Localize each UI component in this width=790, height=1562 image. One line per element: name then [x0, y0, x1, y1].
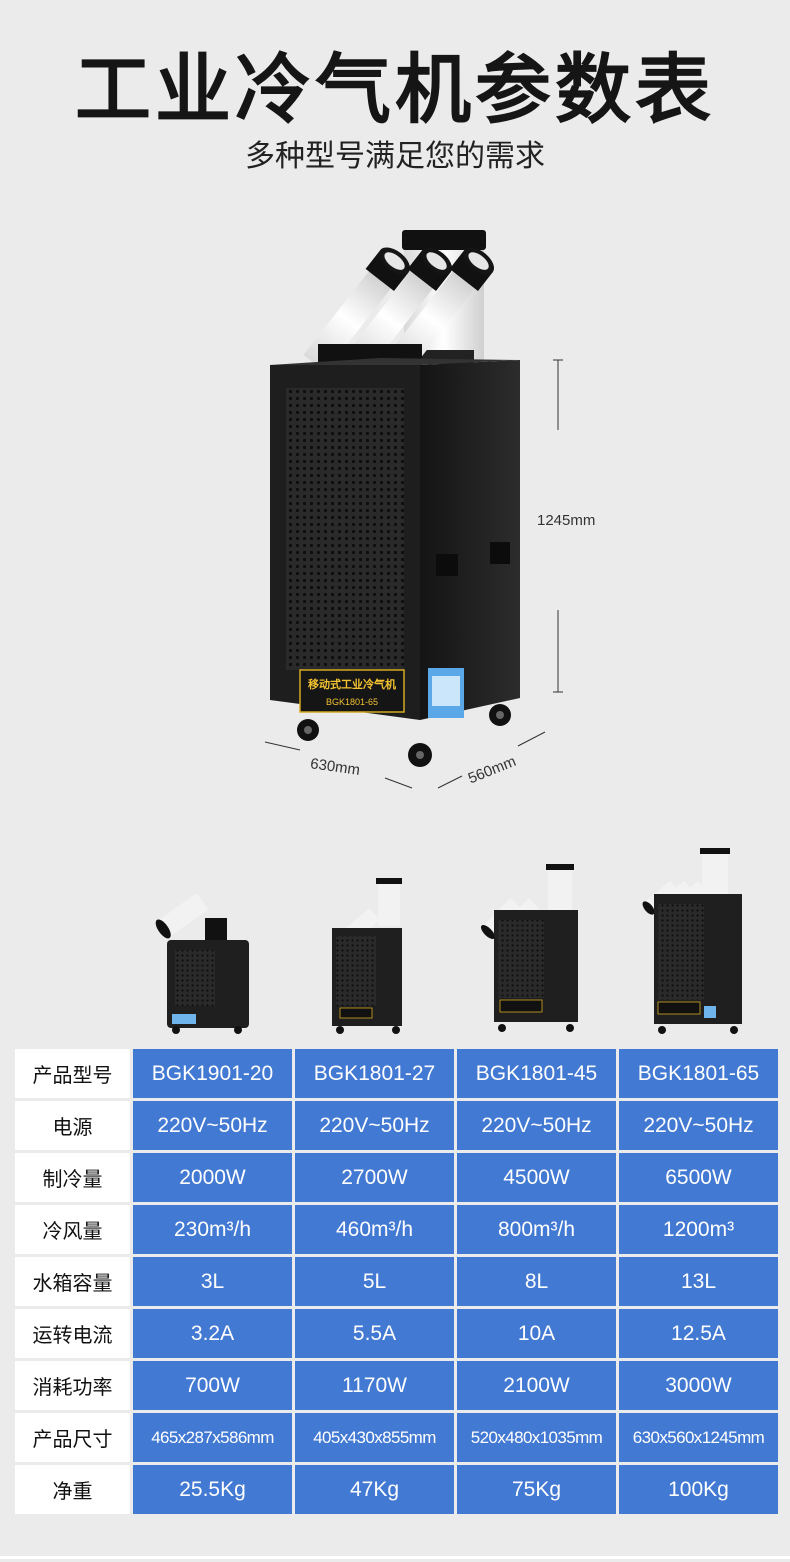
hero-product-illustration: 移动式工业冷气机 BGK1801-65 1245mm 630mm 560mm [264, 230, 595, 789]
width-dimension [264, 741, 413, 789]
table-row: 冷风量 230m³/h 460m³/h 800m³/h 1200m³ [12, 1202, 781, 1257]
row-label: 消耗功率 [12, 1358, 133, 1413]
height-label: 1245mm [537, 512, 595, 529]
spec-table: 产品型号 BGK1901-20 BGK1801-27 BGK1801-45 BG… [12, 1046, 781, 1517]
model-thumb-bgk1801-45 [480, 864, 578, 1032]
table-cell: 6500W [616, 1150, 781, 1205]
table-cell: 520x480x1035mm [454, 1410, 619, 1465]
table-cell: 220V~50Hz [292, 1098, 457, 1153]
table-cell: 2000W [130, 1150, 295, 1205]
table-cell: 13L [616, 1254, 781, 1309]
table-cell: 75Kg [454, 1462, 619, 1517]
table-cell: 700W [130, 1358, 295, 1413]
row-label: 电源 [12, 1098, 133, 1153]
bottom-divider [0, 1556, 790, 1559]
page-title: 工业冷气机参数表 [75, 45, 715, 134]
table-row: 运转电流 3.2A 5.5A 10A 12.5A [12, 1306, 781, 1361]
table-cell: 100Kg [616, 1462, 781, 1517]
table-row: 净重 25.5Kg 47Kg 75Kg 100Kg [12, 1462, 781, 1517]
table-cell: 220V~50Hz [616, 1098, 781, 1153]
table-cell: BGK1801-65 [616, 1046, 781, 1101]
table-cell: 3000W [616, 1358, 781, 1413]
row-label: 运转电流 [12, 1306, 133, 1361]
table-cell: 1200m³ [616, 1202, 781, 1257]
height-dimension [553, 359, 563, 693]
depth-label: 560mm [466, 753, 519, 788]
table-row: 产品尺寸 465x287x586mm 405x430x855mm 520x480… [12, 1410, 781, 1465]
plate-text-model: BGK1801-65 [326, 697, 378, 707]
table-cell: 2700W [292, 1150, 457, 1205]
table-cell: 220V~50Hz [130, 1098, 295, 1153]
cold-air-ducts [303, 247, 495, 373]
row-label: 冷风量 [12, 1202, 133, 1257]
table-cell: 47Kg [292, 1462, 457, 1517]
row-label: 水箱容量 [12, 1254, 133, 1309]
plate-text-cn: 移动式工业冷气机 [308, 677, 396, 691]
table-row: 电源 220V~50Hz 220V~50Hz 220V~50Hz 220V~50… [12, 1098, 781, 1153]
table-cell: 220V~50Hz [454, 1098, 619, 1153]
table-cell: 230m³/h [130, 1202, 295, 1257]
table-cell: 2100W [454, 1358, 619, 1413]
row-label: 净重 [12, 1462, 133, 1517]
table-cell: 5L [292, 1254, 457, 1309]
machine-cabinet [270, 358, 520, 720]
table-cell: 405x430x855mm [292, 1410, 457, 1465]
table-row: 水箱容量 3L 5L 8L 13L [12, 1254, 781, 1309]
table-row: 产品型号 BGK1901-20 BGK1801-27 BGK1801-45 BG… [12, 1046, 781, 1101]
table-cell: 4500W [454, 1150, 619, 1205]
table-cell: 465x287x586mm [130, 1410, 295, 1465]
machine-name-plate: 移动式工业冷气机 BGK1801-65 [299, 669, 405, 713]
model-thumb-bgk1801-27 [332, 878, 402, 1034]
table-cell: 1170W [292, 1358, 457, 1413]
table-cell: 8L [454, 1254, 619, 1309]
table-row: 制冷量 2000W 2700W 4500W 6500W [12, 1150, 781, 1205]
table-cell: 800m³/h [454, 1202, 619, 1257]
model-thumb-bgk1801-65 [642, 848, 742, 1034]
table-cell: 3L [130, 1254, 295, 1309]
table-cell: BGK1801-45 [454, 1046, 619, 1101]
table-cell: 5.5A [292, 1306, 457, 1361]
table-cell: 12.5A [616, 1306, 781, 1361]
row-label: 产品型号 [12, 1046, 133, 1101]
table-cell: 460m³/h [292, 1202, 457, 1257]
table-cell: BGK1901-20 [130, 1046, 295, 1101]
width-label: 630mm [309, 755, 361, 779]
table-cell: 10A [454, 1306, 619, 1361]
caster-wheels [297, 704, 511, 767]
row-label: 产品尺寸 [12, 1410, 133, 1465]
table-cell: 3.2A [130, 1306, 295, 1361]
table-cell: 630x560x1245mm [616, 1410, 781, 1465]
table-row: 消耗功率 700W 1170W 2100W 3000W [12, 1358, 781, 1413]
depth-dimension [437, 731, 546, 789]
model-thumbnails [155, 848, 742, 1034]
table-cell: 25.5Kg [130, 1462, 295, 1517]
page-subtitle: 多种型号满足您的需求 [245, 139, 545, 174]
table-cell: BGK1801-27 [292, 1046, 457, 1101]
model-thumb-bgk1901-20 [155, 893, 249, 1034]
row-label: 制冷量 [12, 1150, 133, 1205]
